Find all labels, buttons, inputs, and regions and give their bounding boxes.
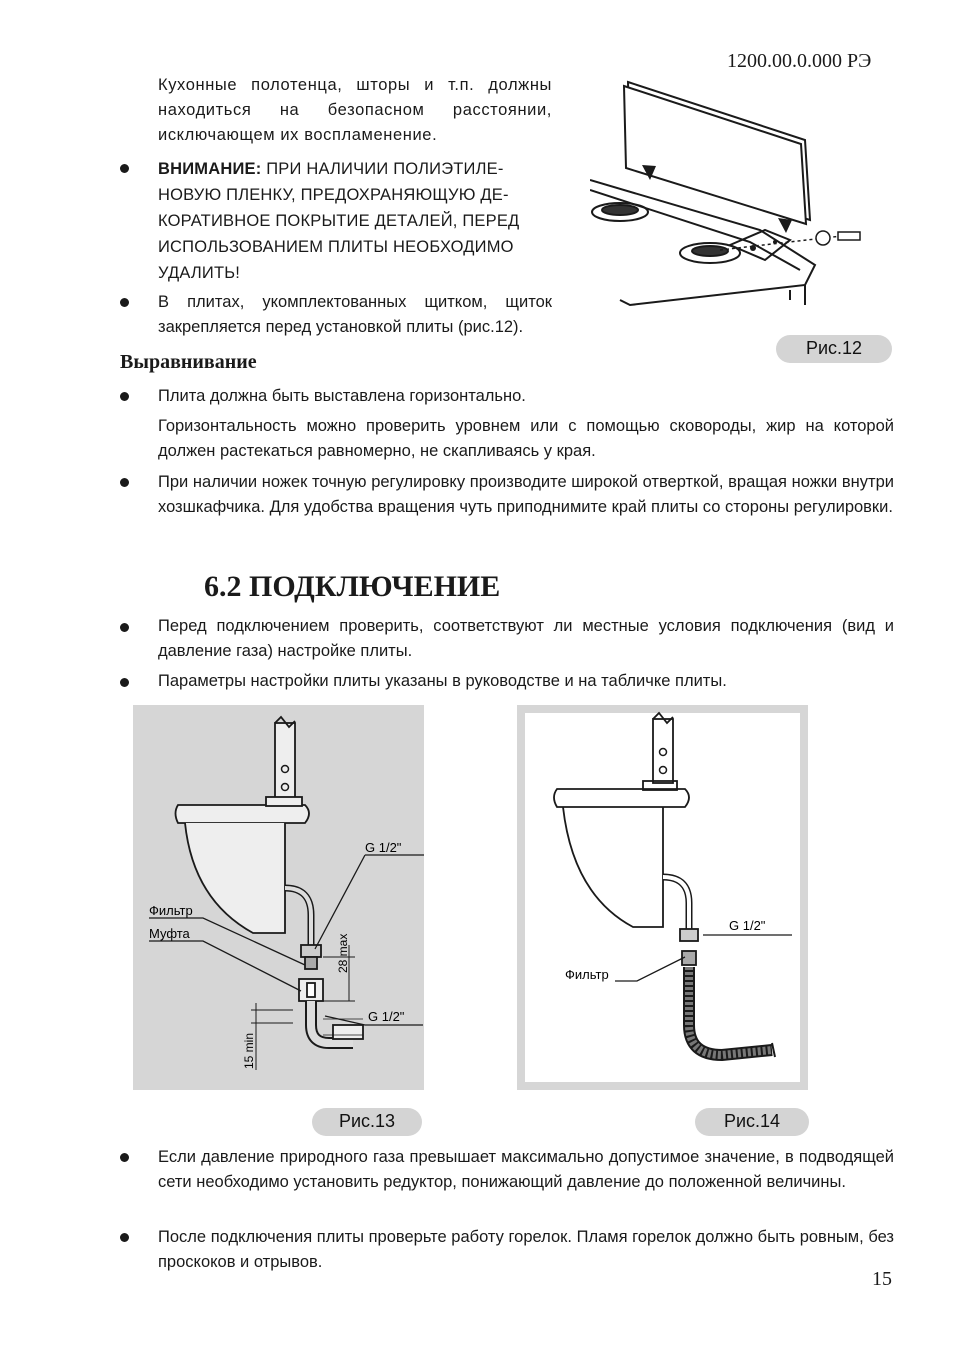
warning-line: НОВУЮ ПЛЕНКУ, ПРЕДОХРАНЯЮЩУЮ ДЕ- bbox=[158, 186, 509, 204]
figure-12-caption: Рис.12 bbox=[776, 335, 892, 363]
warning-line: ИСПОЛЬЗОВАНИЕМ ПЛИТЫ НЕОБХОДИМО bbox=[158, 238, 514, 256]
paragraph-curtains: Кухонные полотенца, шторы и т.п. должны … bbox=[158, 76, 552, 144]
bullet-dot bbox=[120, 392, 129, 401]
bullet-dot bbox=[120, 1153, 129, 1162]
figure-13-caption: Рис.13 bbox=[312, 1108, 422, 1136]
label-g-bottom: G 1/2" bbox=[368, 1009, 405, 1024]
bullet-dot bbox=[120, 623, 129, 632]
warning-line: КОРАТИВНОЕ ПОКРЫТИЕ ДЕТАЛЕЙ, ПЕРЕД bbox=[158, 212, 520, 230]
heading-leveling: Выравнивание bbox=[120, 351, 257, 373]
paragraph-connection-2: Параметры настройки плиты указаны в руко… bbox=[158, 672, 727, 690]
bullet-dot bbox=[120, 678, 129, 687]
label-g: G 1/2" bbox=[729, 918, 766, 933]
label-filter: Фильтр bbox=[149, 903, 193, 918]
paragraph-connection-1: Перед подключением проверить, соответств… bbox=[158, 617, 894, 660]
paragraph-shield: В плитах, укомплектованных щитком, щиток… bbox=[158, 293, 552, 336]
bullet-dot bbox=[120, 164, 129, 173]
paragraph-level-1-cont: Горизонтальность можно проверить уровнем… bbox=[158, 417, 894, 460]
figure-14-caption: Рис.14 bbox=[695, 1108, 809, 1136]
label-28max: 28 max bbox=[336, 934, 350, 973]
bullet-dot bbox=[120, 478, 129, 487]
paragraph-pressure: Если давление природного газа превышает … bbox=[158, 1148, 894, 1191]
warning-lead: ВНИМАНИЕ: bbox=[158, 160, 262, 178]
figure-13-panel: G 1/2" Фильтр Муфта G 1/2" 28 max 15 min bbox=[133, 705, 424, 1090]
label-g-top: G 1/2" bbox=[365, 840, 402, 855]
bullet-dot bbox=[120, 1233, 129, 1242]
figure-12-drawing bbox=[590, 80, 861, 307]
paragraph-level-2: При наличии ножек точную регулировку про… bbox=[158, 473, 894, 516]
paragraph-level-1: Плита должна быть выставлена горизонталь… bbox=[158, 387, 526, 405]
figure-14-panel: G 1/2" Фильтр bbox=[517, 705, 808, 1090]
page-number: 15 bbox=[872, 1268, 892, 1290]
bullet-dot bbox=[120, 298, 129, 307]
warning-line: ПРИ НАЛИЧИИ ПОЛИЭТИЛЕ- bbox=[261, 160, 504, 178]
warning-block: ВНИМАНИЕ: ПРИ НАЛИЧИИ ПОЛИЭТИЛЕ- НОВУЮ П… bbox=[158, 156, 558, 286]
warning-line: УДАЛИТЬ! bbox=[158, 264, 241, 282]
label-filter: Фильтр bbox=[565, 967, 609, 982]
label-15min: 15 min bbox=[242, 1033, 256, 1069]
paragraph-burners: После подключения плиты проверьте работу… bbox=[158, 1228, 894, 1271]
document-code: 1200.00.0.000 РЭ bbox=[727, 50, 872, 72]
label-coupling: Муфта bbox=[149, 926, 191, 941]
section-title: 6.2 ПОДКЛЮЧЕНИЕ bbox=[204, 570, 501, 603]
